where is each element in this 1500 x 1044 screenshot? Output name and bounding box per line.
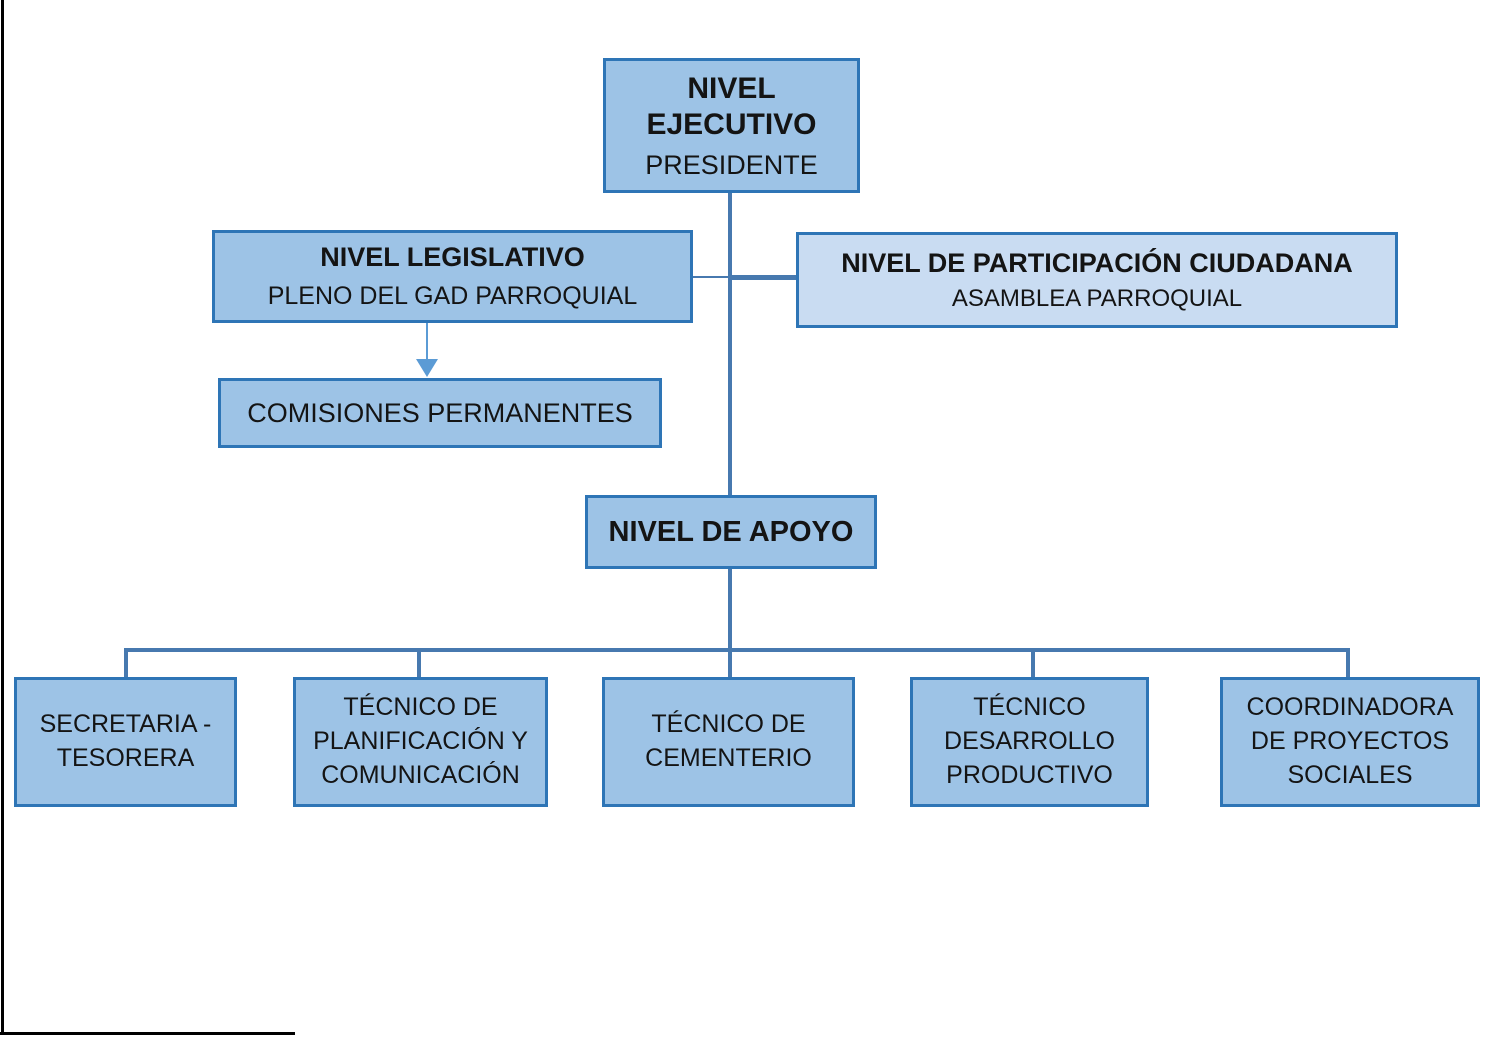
node-participacion-subtitle: ASAMBLEA PARROQUIAL bbox=[951, 284, 1243, 312]
node-desarrollo-title: TÉCNICO DESARROLLO PRODUCTIVO bbox=[944, 693, 1115, 789]
node-participacion-title: NIVEL DE PARTICIPACIÓN CIUDADANA bbox=[841, 247, 1353, 278]
node-secretaria-tesorera: SECRETARIA - TESORERA bbox=[14, 677, 237, 807]
node-nivel-legislativo-subtitle: PLENO DEL GAD PARROQUIAL bbox=[267, 282, 638, 310]
page-border-left bbox=[1, 0, 4, 1035]
node-secretaria-title: SECRETARIA - TESORERA bbox=[39, 710, 212, 772]
node-comisiones-permanentes: COMISIONES PERMANENTES bbox=[218, 378, 662, 448]
connector-drop-planificacion bbox=[417, 648, 421, 677]
connector-legislativo-to-trunk bbox=[693, 276, 730, 278]
connector-drop-coordinadora bbox=[1346, 648, 1350, 677]
node-nivel-ejecutivo: NIVEL EJECUTIVO PRESIDENTE bbox=[603, 58, 860, 193]
node-coordinadora-title: COORDINADORA DE PROYECTOS SOCIALES bbox=[1246, 693, 1454, 789]
connector-bottom-rail bbox=[124, 648, 1350, 652]
node-nivel-ejecutivo-subtitle: PRESIDENTE bbox=[645, 149, 818, 180]
node-nivel-ejecutivo-title: NIVEL EJECUTIVO bbox=[646, 71, 817, 141]
connector-drop-cementerio bbox=[728, 648, 732, 677]
node-comisiones-title: COMISIONES PERMANENTES bbox=[247, 397, 633, 428]
node-participacion-ciudadana: NIVEL DE PARTICIPACIÓN CIUDADANA ASAMBLE… bbox=[796, 232, 1398, 328]
node-tecnico-planificacion: TÉCNICO DE PLANIFICACIÓN Y COMUNICACIÓN bbox=[293, 677, 548, 807]
node-cementerio-title: TÉCNICO DE CEMENTERIO bbox=[645, 710, 812, 772]
page-border-bottom bbox=[0, 1032, 295, 1035]
node-tecnico-desarrollo: TÉCNICO DESARROLLO PRODUCTIVO bbox=[910, 677, 1149, 807]
node-nivel-de-apoyo: NIVEL DE APOYO bbox=[585, 495, 877, 569]
node-apoyo-title: NIVEL DE APOYO bbox=[608, 515, 854, 548]
arrow-head-down-icon bbox=[416, 359, 438, 377]
node-nivel-legislativo: NIVEL LEGISLATIVO PLENO DEL GAD PARROQUI… bbox=[212, 230, 693, 323]
connector-apoyo-to-rail bbox=[728, 569, 732, 652]
connector-drop-secretaria bbox=[124, 648, 128, 677]
node-tecnico-cementerio: TÉCNICO DE CEMENTERIO bbox=[602, 677, 855, 807]
connector-trunk-to-participacion bbox=[730, 275, 796, 280]
node-coordinadora-proyectos: COORDINADORA DE PROYECTOS SOCIALES bbox=[1220, 677, 1480, 807]
connector-presidente-to-apoyo bbox=[728, 193, 732, 495]
node-planificacion-title: TÉCNICO DE PLANIFICACIÓN Y COMUNICACIÓN bbox=[313, 693, 528, 789]
arrow-legislativo-to-comisiones bbox=[426, 323, 428, 361]
connector-drop-desarrollo bbox=[1031, 648, 1035, 677]
node-nivel-legislativo-title: NIVEL LEGISLATIVO bbox=[320, 242, 585, 272]
